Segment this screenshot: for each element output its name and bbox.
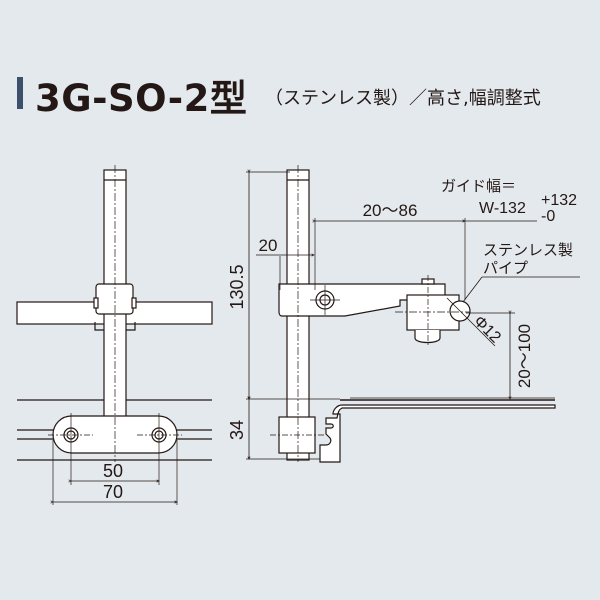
tolerance-minus: -0: [541, 208, 555, 225]
dim-base-height: 34: [227, 420, 247, 440]
dim-pipe-height: 20〜100: [515, 324, 534, 388]
side-view: [246, 165, 580, 463]
guide-width-formula: W-132: [479, 200, 526, 217]
dim-base-width: 70: [103, 482, 123, 502]
dim-height: 130.5: [227, 264, 247, 309]
front-view: [16, 165, 213, 505]
model-title: 3G-SO-2型: [35, 77, 248, 120]
guide-width-label: ガイド幅＝: [441, 177, 516, 195]
model-subtitle: （ステンレス製）／高さ,幅調整式: [265, 88, 541, 109]
dim-reach: 20〜86: [363, 201, 418, 220]
pipe-label-line1: ステンレス製: [483, 241, 573, 259]
pipe-label-line2: パイプ: [483, 259, 528, 277]
dim-arm-offset: 20: [259, 236, 278, 255]
rail-profile: [319, 404, 556, 463]
dim-pipe-diameter: Φ12: [470, 313, 504, 347]
clamp-block: [95, 283, 134, 315]
title-accent-bar: [17, 77, 23, 109]
tolerance-plus: +132: [541, 192, 577, 209]
dim-hole-pitch: 50: [103, 461, 123, 481]
